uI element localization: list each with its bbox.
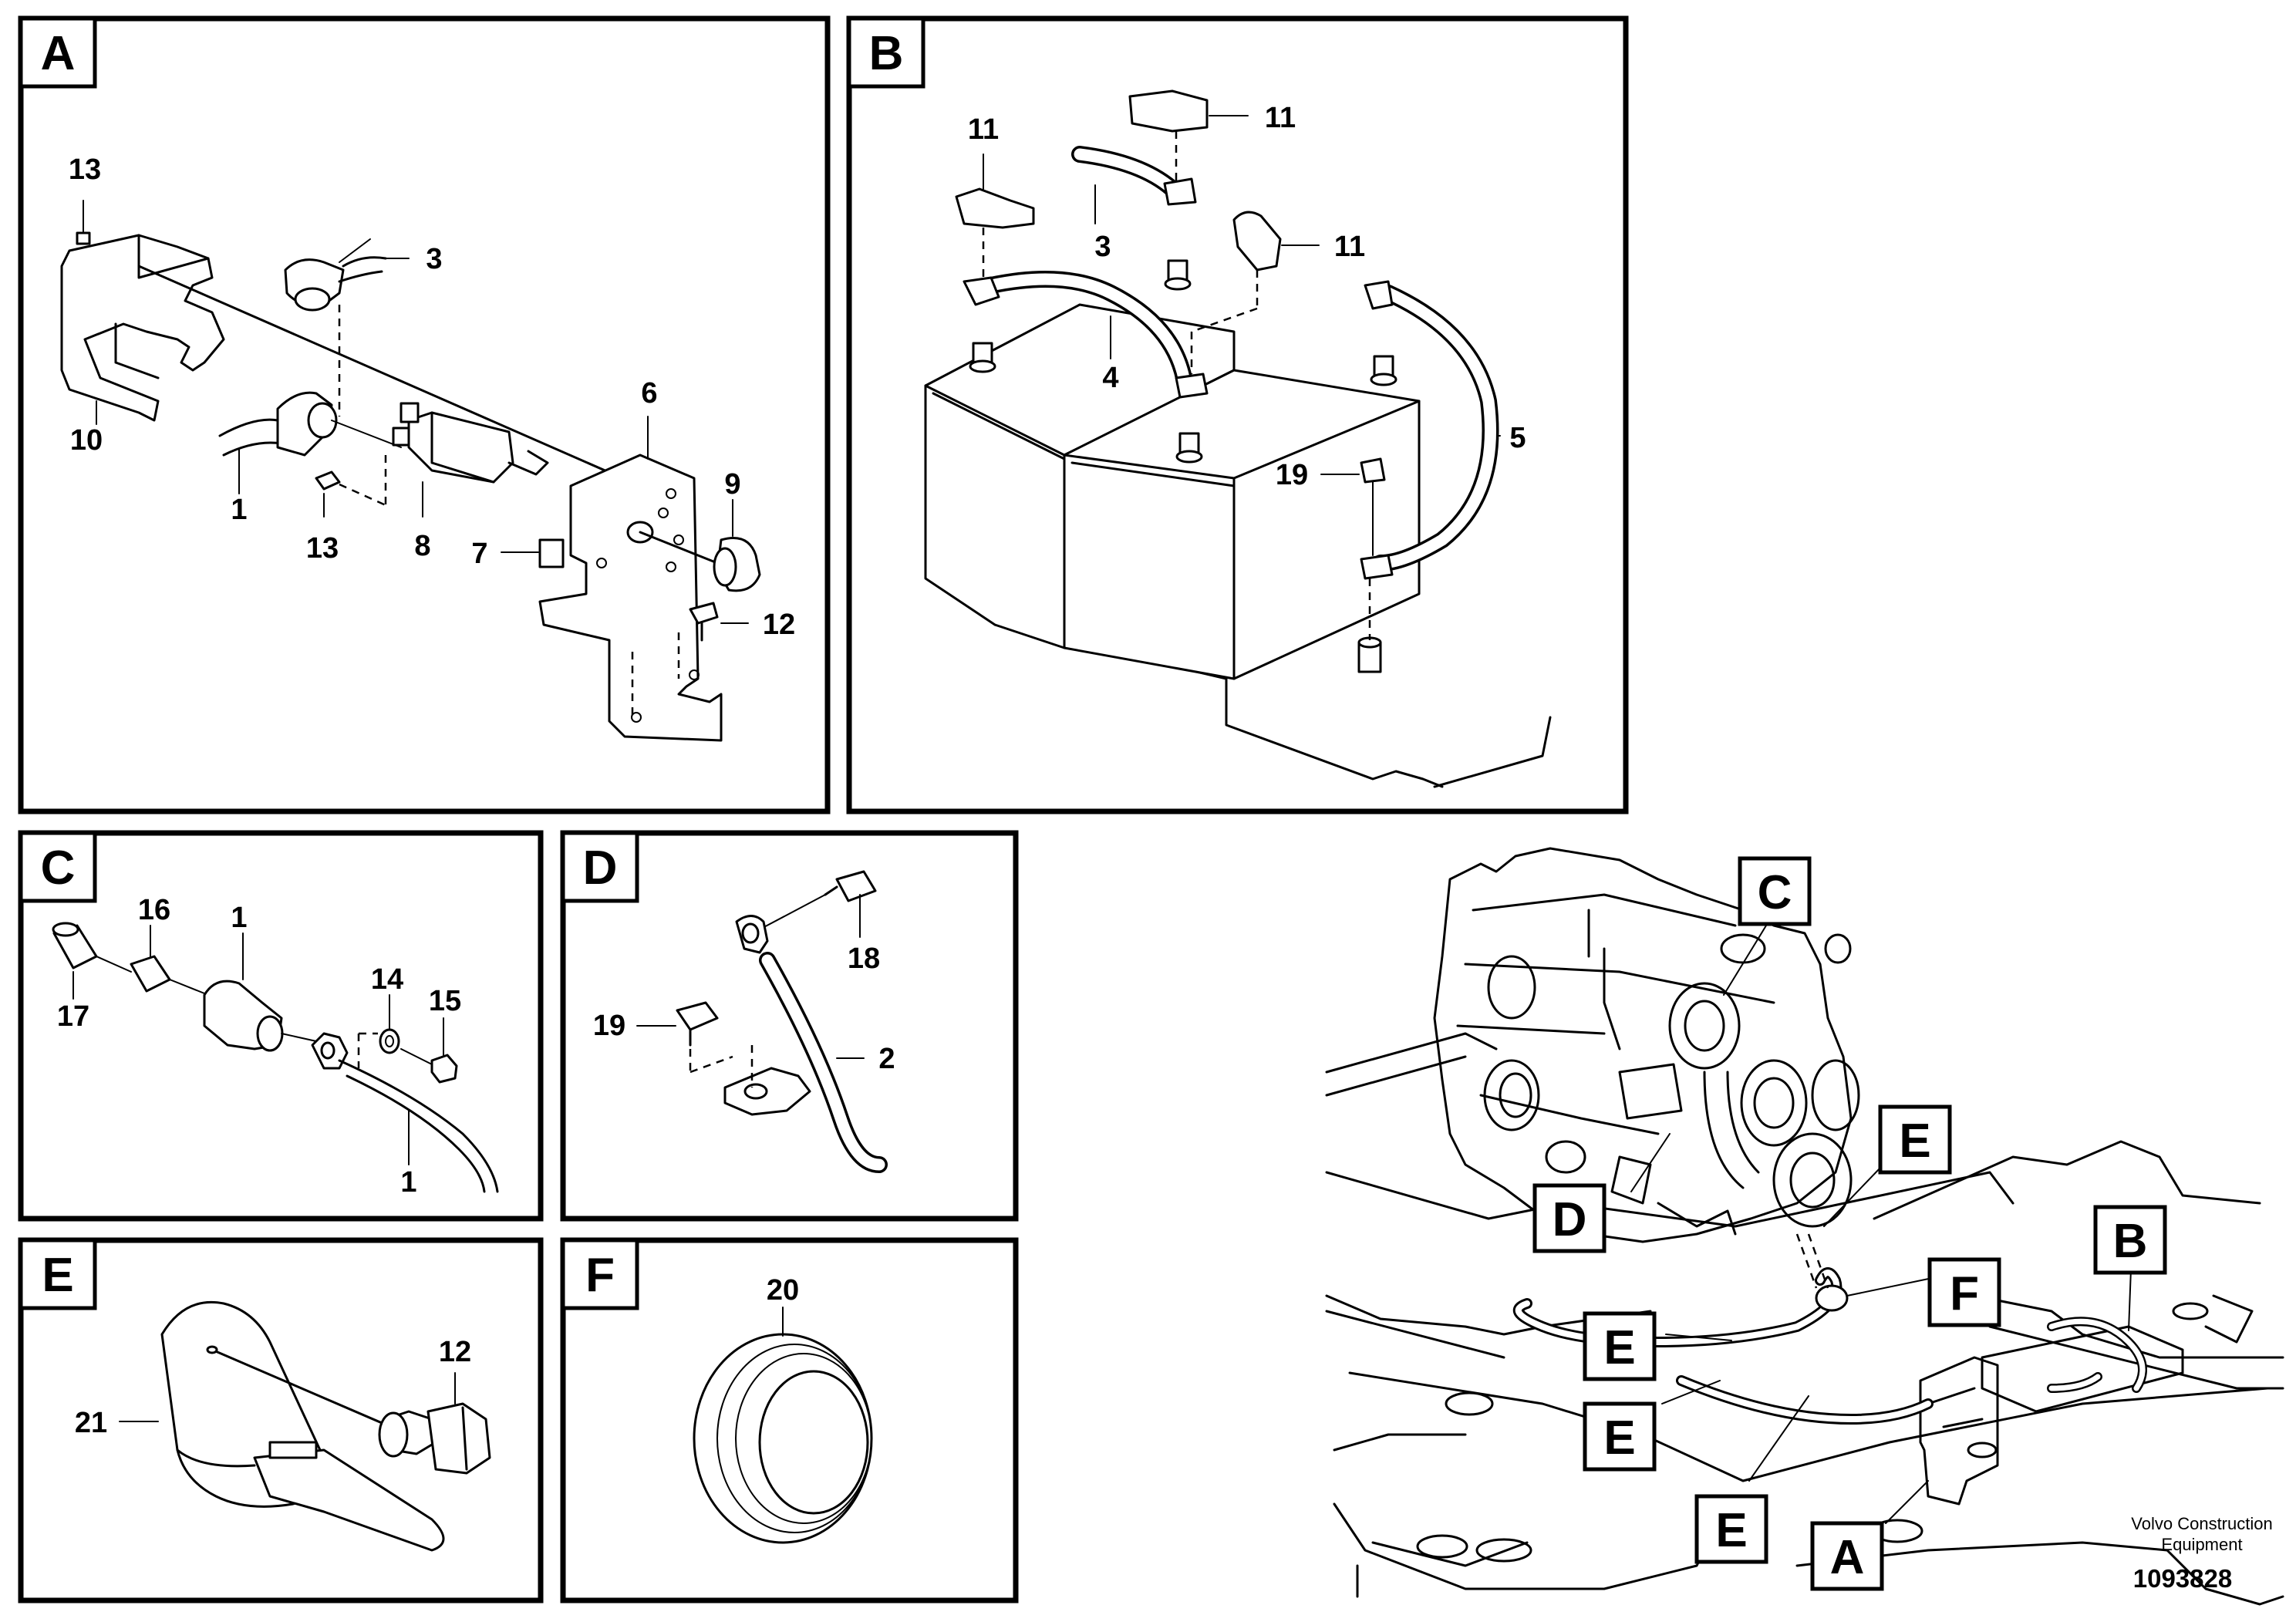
overview-drawing: [1325, 847, 2284, 1606]
callout-b-11-right: 11: [1334, 231, 1365, 263]
panel-e-drawing: [119, 1300, 491, 1552]
company-name-line1: Volvo Construction: [2131, 1514, 2272, 1533]
overview-tag-e-3: E: [1583, 1401, 1657, 1472]
callout-b-4: 4: [1102, 362, 1118, 394]
callout-a-13-bottom: 13: [306, 532, 339, 565]
callout-b-5: 5: [1509, 422, 1526, 454]
callout-a-6: 6: [641, 377, 657, 410]
callout-b-3: 3: [1094, 231, 1111, 263]
callout-e-21: 21: [75, 1407, 107, 1439]
callout-a-12: 12: [763, 609, 795, 641]
panel-e: E 12 21: [18, 1237, 544, 1603]
callout-f-20: 20: [767, 1274, 799, 1307]
overview-tag-e-2: E: [1583, 1311, 1657, 1381]
panel-b-letter: B: [869, 27, 904, 80]
document-number: 1093828: [2133, 1564, 2232, 1593]
callout-c-1-bottom: 1: [400, 1166, 416, 1199]
overview-tag-f: F: [1927, 1257, 2001, 1327]
callout-d-2: 2: [878, 1043, 895, 1075]
panel-f-letter: F: [585, 1249, 615, 1302]
panel-d-drawing: [636, 870, 888, 1173]
panel-d-letter: D: [583, 841, 618, 895]
callout-a-1: 1: [231, 494, 247, 526]
panel-c: C: [18, 830, 544, 1222]
svg-text:E: E: [1603, 1411, 1635, 1465]
callout-a-9: 9: [724, 468, 740, 501]
panel-c-letter: C: [41, 841, 76, 895]
panel-b-drawing: [924, 89, 1552, 788]
overview-tag-e-4: E: [1694, 1494, 1768, 1564]
callout-d-18: 18: [848, 943, 880, 975]
callout-b-11-top: 11: [1265, 102, 1296, 134]
callout-c-17: 17: [57, 1000, 89, 1033]
svg-text:B: B: [2113, 1215, 2148, 1268]
svg-text:E: E: [1715, 1504, 1747, 1557]
svg-text:E: E: [1899, 1114, 1930, 1168]
callout-b-19: 19: [1276, 459, 1308, 491]
callout-e-12: 12: [439, 1336, 471, 1368]
svg-text:E: E: [1603, 1321, 1635, 1374]
callout-a-8: 8: [414, 530, 430, 562]
panel-e-letter: E: [42, 1249, 73, 1302]
svg-text:D: D: [1553, 1193, 1587, 1246]
panel-f: F 20: [560, 1237, 1019, 1603]
callout-c-15: 15: [429, 985, 461, 1017]
overview-tag-d: D: [1532, 1183, 1607, 1253]
callout-a-7: 7: [471, 538, 487, 570]
panel-f-drawing: [693, 1307, 873, 1544]
panel-b: B: [846, 15, 1629, 814]
svg-text:F: F: [1950, 1267, 1979, 1320]
callout-a-3: 3: [426, 243, 442, 275]
callout-c-16: 16: [138, 894, 170, 926]
company-name-line2: Equipment: [2161, 1535, 2242, 1554]
callout-b-11-left: 11: [968, 113, 999, 146]
callout-a-13-top: 13: [69, 153, 101, 186]
overview-leaders: [1630, 925, 2132, 1524]
panel-c-drawing: [52, 922, 499, 1193]
callout-a-10: 10: [70, 424, 103, 457]
overview-tag-b: B: [2093, 1205, 2167, 1275]
panel-a-drawing: [60, 200, 761, 742]
overview-tag-e-1: E: [1878, 1104, 1952, 1175]
overview-tag-c: C: [1738, 856, 1812, 926]
callout-c-1-top: 1: [231, 902, 247, 934]
panel-a-letter: A: [41, 27, 76, 80]
panel-a: A: [18, 15, 831, 814]
callout-d-19: 19: [593, 1010, 625, 1042]
svg-text:A: A: [1830, 1531, 1865, 1584]
callout-c-14: 14: [371, 963, 403, 996]
panel-d: D 18 19 2: [560, 830, 1019, 1222]
svg-text:C: C: [1758, 866, 1792, 919]
overview-tag-a: A: [1810, 1521, 1884, 1591]
